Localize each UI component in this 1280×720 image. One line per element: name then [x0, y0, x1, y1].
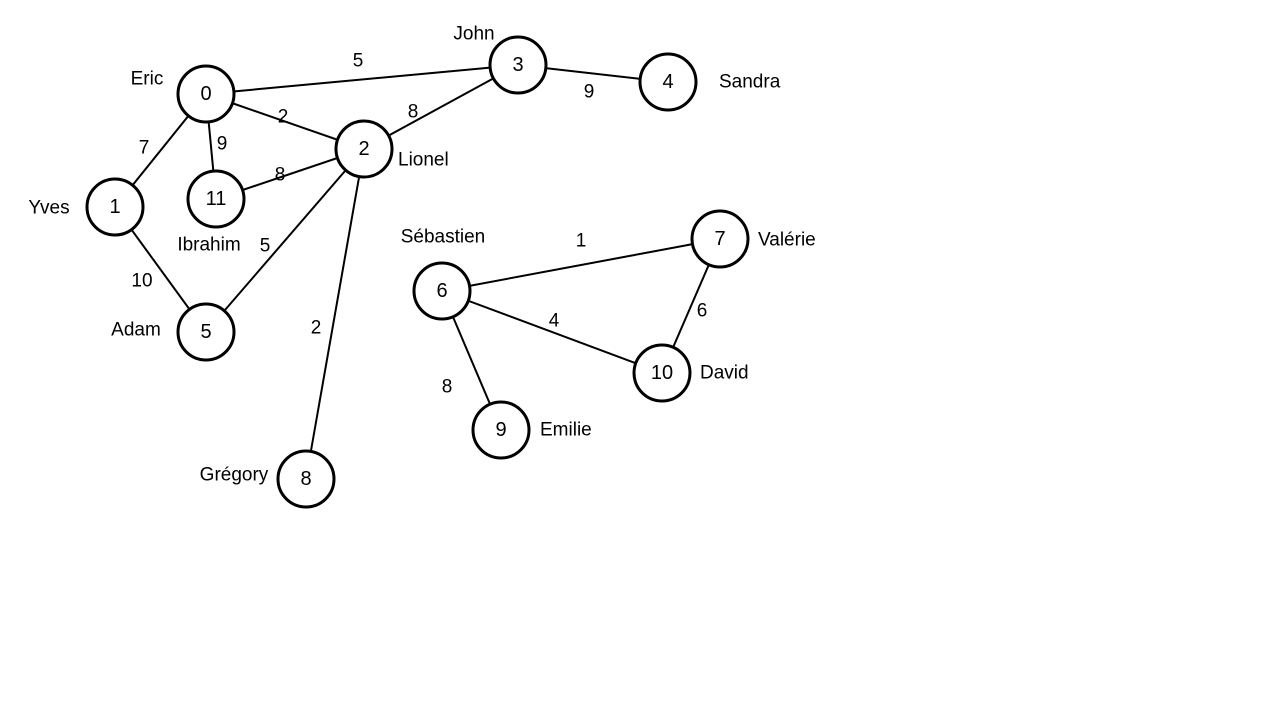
node-5: 5	[176, 302, 236, 362]
edge-weight-0-11: 9	[217, 134, 228, 155]
edge-6-10	[441, 290, 663, 374]
node-circle-11	[186, 169, 246, 229]
node-1: 1	[85, 177, 145, 237]
node-name-7: Valérie	[758, 230, 816, 251]
node-circle-8	[276, 449, 336, 509]
node-name-5: Adam	[111, 320, 161, 341]
node-id-11: 11	[206, 188, 227, 210]
node-circle-6	[412, 261, 472, 321]
node-id-8: 8	[300, 468, 311, 490]
node-name-0: Eric	[131, 69, 164, 90]
node-id-7: 7	[714, 228, 725, 250]
node-name-1: Yves	[28, 198, 69, 219]
node-id-9: 9	[495, 419, 506, 441]
edge-weight-0-3: 5	[353, 51, 364, 72]
node-id-4: 4	[662, 71, 673, 93]
node-name-2: Lionel	[398, 150, 449, 171]
edge-weight-6-10: 4	[549, 311, 560, 332]
node-name-11: Ibrahim	[177, 235, 240, 256]
node-circle-0	[176, 64, 236, 124]
node-2: 2	[334, 119, 394, 179]
node-name-3: John	[453, 24, 494, 45]
edge-0-3	[205, 64, 519, 95]
node-7: 7	[690, 209, 750, 269]
edge-6-7	[441, 238, 721, 292]
edge-weight-3-4: 9	[584, 82, 595, 103]
node-9: 9	[471, 400, 531, 460]
node-4: 4	[638, 52, 698, 112]
node-name-4: Sandra	[719, 72, 781, 93]
node-circle-9	[471, 400, 531, 460]
edge-weight-11-2: 8	[275, 165, 286, 186]
edge-weight-1-5: 10	[131, 271, 152, 292]
node-name-6: Sébastien	[401, 227, 486, 248]
edge-weight-0-2: 2	[278, 107, 289, 128]
node-name-8: Grégory	[200, 465, 269, 486]
edge-weight-2-3: 8	[408, 102, 419, 123]
node-circle-4	[638, 52, 698, 112]
edges-layer	[114, 64, 721, 480]
node-id-0: 0	[200, 83, 211, 105]
node-11: 11	[186, 169, 246, 229]
node-10: 10	[632, 343, 692, 403]
edge-weight-6-9: 8	[442, 377, 453, 398]
node-circle-5	[176, 302, 236, 362]
node-8: 8	[276, 449, 336, 509]
node-id-6: 6	[436, 280, 447, 302]
node-id-5: 5	[200, 321, 211, 343]
node-id-10: 10	[651, 362, 673, 384]
node-3: 3	[488, 35, 548, 95]
edge-weight-6-7: 1	[576, 231, 587, 252]
node-circle-10	[632, 343, 692, 403]
node-name-10: David	[700, 363, 749, 384]
node-circle-1	[85, 177, 145, 237]
node-circle-2	[334, 119, 394, 179]
node-id-3: 3	[512, 54, 523, 76]
node-id-2: 2	[358, 138, 369, 160]
node-circle-3	[488, 35, 548, 95]
node-id-1: 1	[109, 196, 120, 218]
edge-weight-0-1: 7	[139, 138, 150, 159]
nodes-layer: 0 1 2 3 4 5 6 7 8 9 10 11	[85, 35, 750, 509]
edge-weight-2-5: 5	[260, 236, 271, 257]
node-circle-7	[690, 209, 750, 269]
edge-weight-2-8: 2	[311, 318, 322, 339]
edge-weights-layer: 5 2 7 9 8 9 8 5 2 10 1 4 8 6	[131, 51, 707, 398]
node-name-9: Emilie	[540, 420, 592, 441]
node-0: 0	[176, 64, 236, 124]
node-6: 6	[412, 261, 472, 321]
edge-weight-7-10: 6	[697, 301, 708, 322]
edge-2-5	[205, 148, 365, 333]
edge-2-8	[305, 148, 365, 480]
